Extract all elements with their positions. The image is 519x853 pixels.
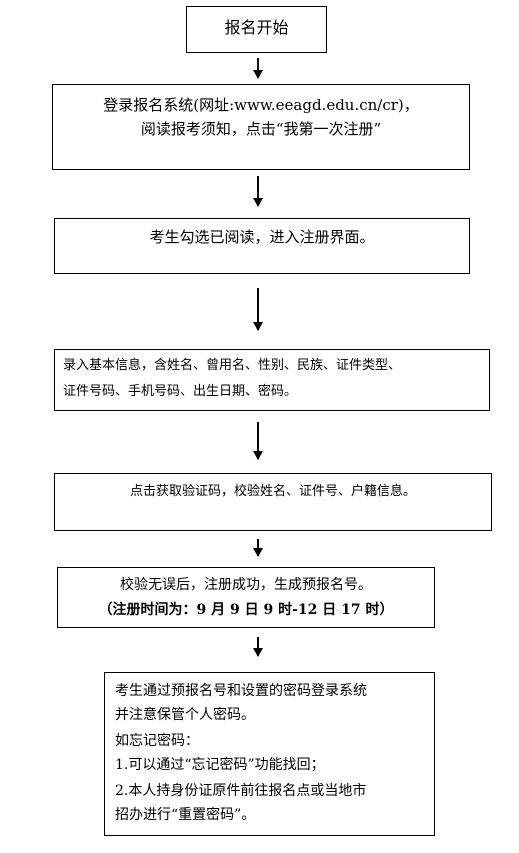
password-box: 考生通过预报名号和设置的密码登录系统 并注意保管个人密码。 如忘记密码： 1.可… bbox=[104, 672, 435, 836]
login-line-1: 登录报名系统(网址:www.eeagd.edu.cn/cr)， bbox=[103, 96, 419, 114]
basic-info-line-2: 证件号码、手机号码、出生日期、密码。 bbox=[63, 384, 298, 399]
verify-box: 点击获取验证码，校验姓名、证件号、户籍信息。 bbox=[54, 473, 492, 531]
arrow-1 bbox=[253, 58, 263, 79]
start-label: 报名开始 bbox=[224, 18, 289, 37]
basic-info-line-1: 录入基本信息，含姓名、曾用名、性别、民族、证件类型、 bbox=[63, 358, 402, 373]
login-line-2: 阅读报考须知，点击“我第一次注册” bbox=[140, 120, 382, 138]
basic-info-box: 录入基本信息，含姓名、曾用名、性别、民族、证件类型、 证件号码、手机号码、出生日… bbox=[54, 349, 490, 411]
agree-box: 考生勾选已阅读，进入注册界面。 bbox=[54, 218, 470, 274]
password-line-2: 并注意保管个人密码。 bbox=[115, 707, 255, 723]
arrow-5 bbox=[253, 539, 263, 557]
password-line-6: 招办进行“重置密码”。 bbox=[115, 807, 256, 823]
arrow-2 bbox=[253, 176, 263, 207]
password-line-4: 1.可以通过“忘记密码”功能找回； bbox=[115, 757, 325, 773]
password-line-3: 如忘记密码： bbox=[115, 733, 199, 749]
arrow-4 bbox=[253, 422, 263, 460]
arrow-6 bbox=[253, 637, 263, 657]
start-box: 报名开始 bbox=[186, 6, 327, 53]
login-box: 登录报名系统(网址:www.eeagd.edu.cn/cr)， 阅读报考须知，点… bbox=[52, 84, 470, 170]
agree-label: 考生勾选已阅读，进入注册界面。 bbox=[149, 228, 375, 246]
success-line-1: 校验无误后，注册成功，生成预报名号。 bbox=[120, 577, 372, 593]
success-box: 校验无误后，注册成功，生成预报名号。 （注册时间为：9 月 9 日 9 时-12… bbox=[57, 567, 435, 628]
success-line-2: （注册时间为：9 月 9 日 9 时-12 日 17 时） bbox=[98, 602, 394, 618]
verify-label: 点击获取验证码，校验姓名、证件号、户籍信息。 bbox=[129, 484, 416, 499]
password-line-1: 考生通过预报名号和设置的密码登录系统 bbox=[115, 683, 367, 699]
arrow-3 bbox=[253, 288, 263, 331]
password-line-5: 2.本人持身份证原件前往报名点或当地市 bbox=[115, 783, 367, 799]
